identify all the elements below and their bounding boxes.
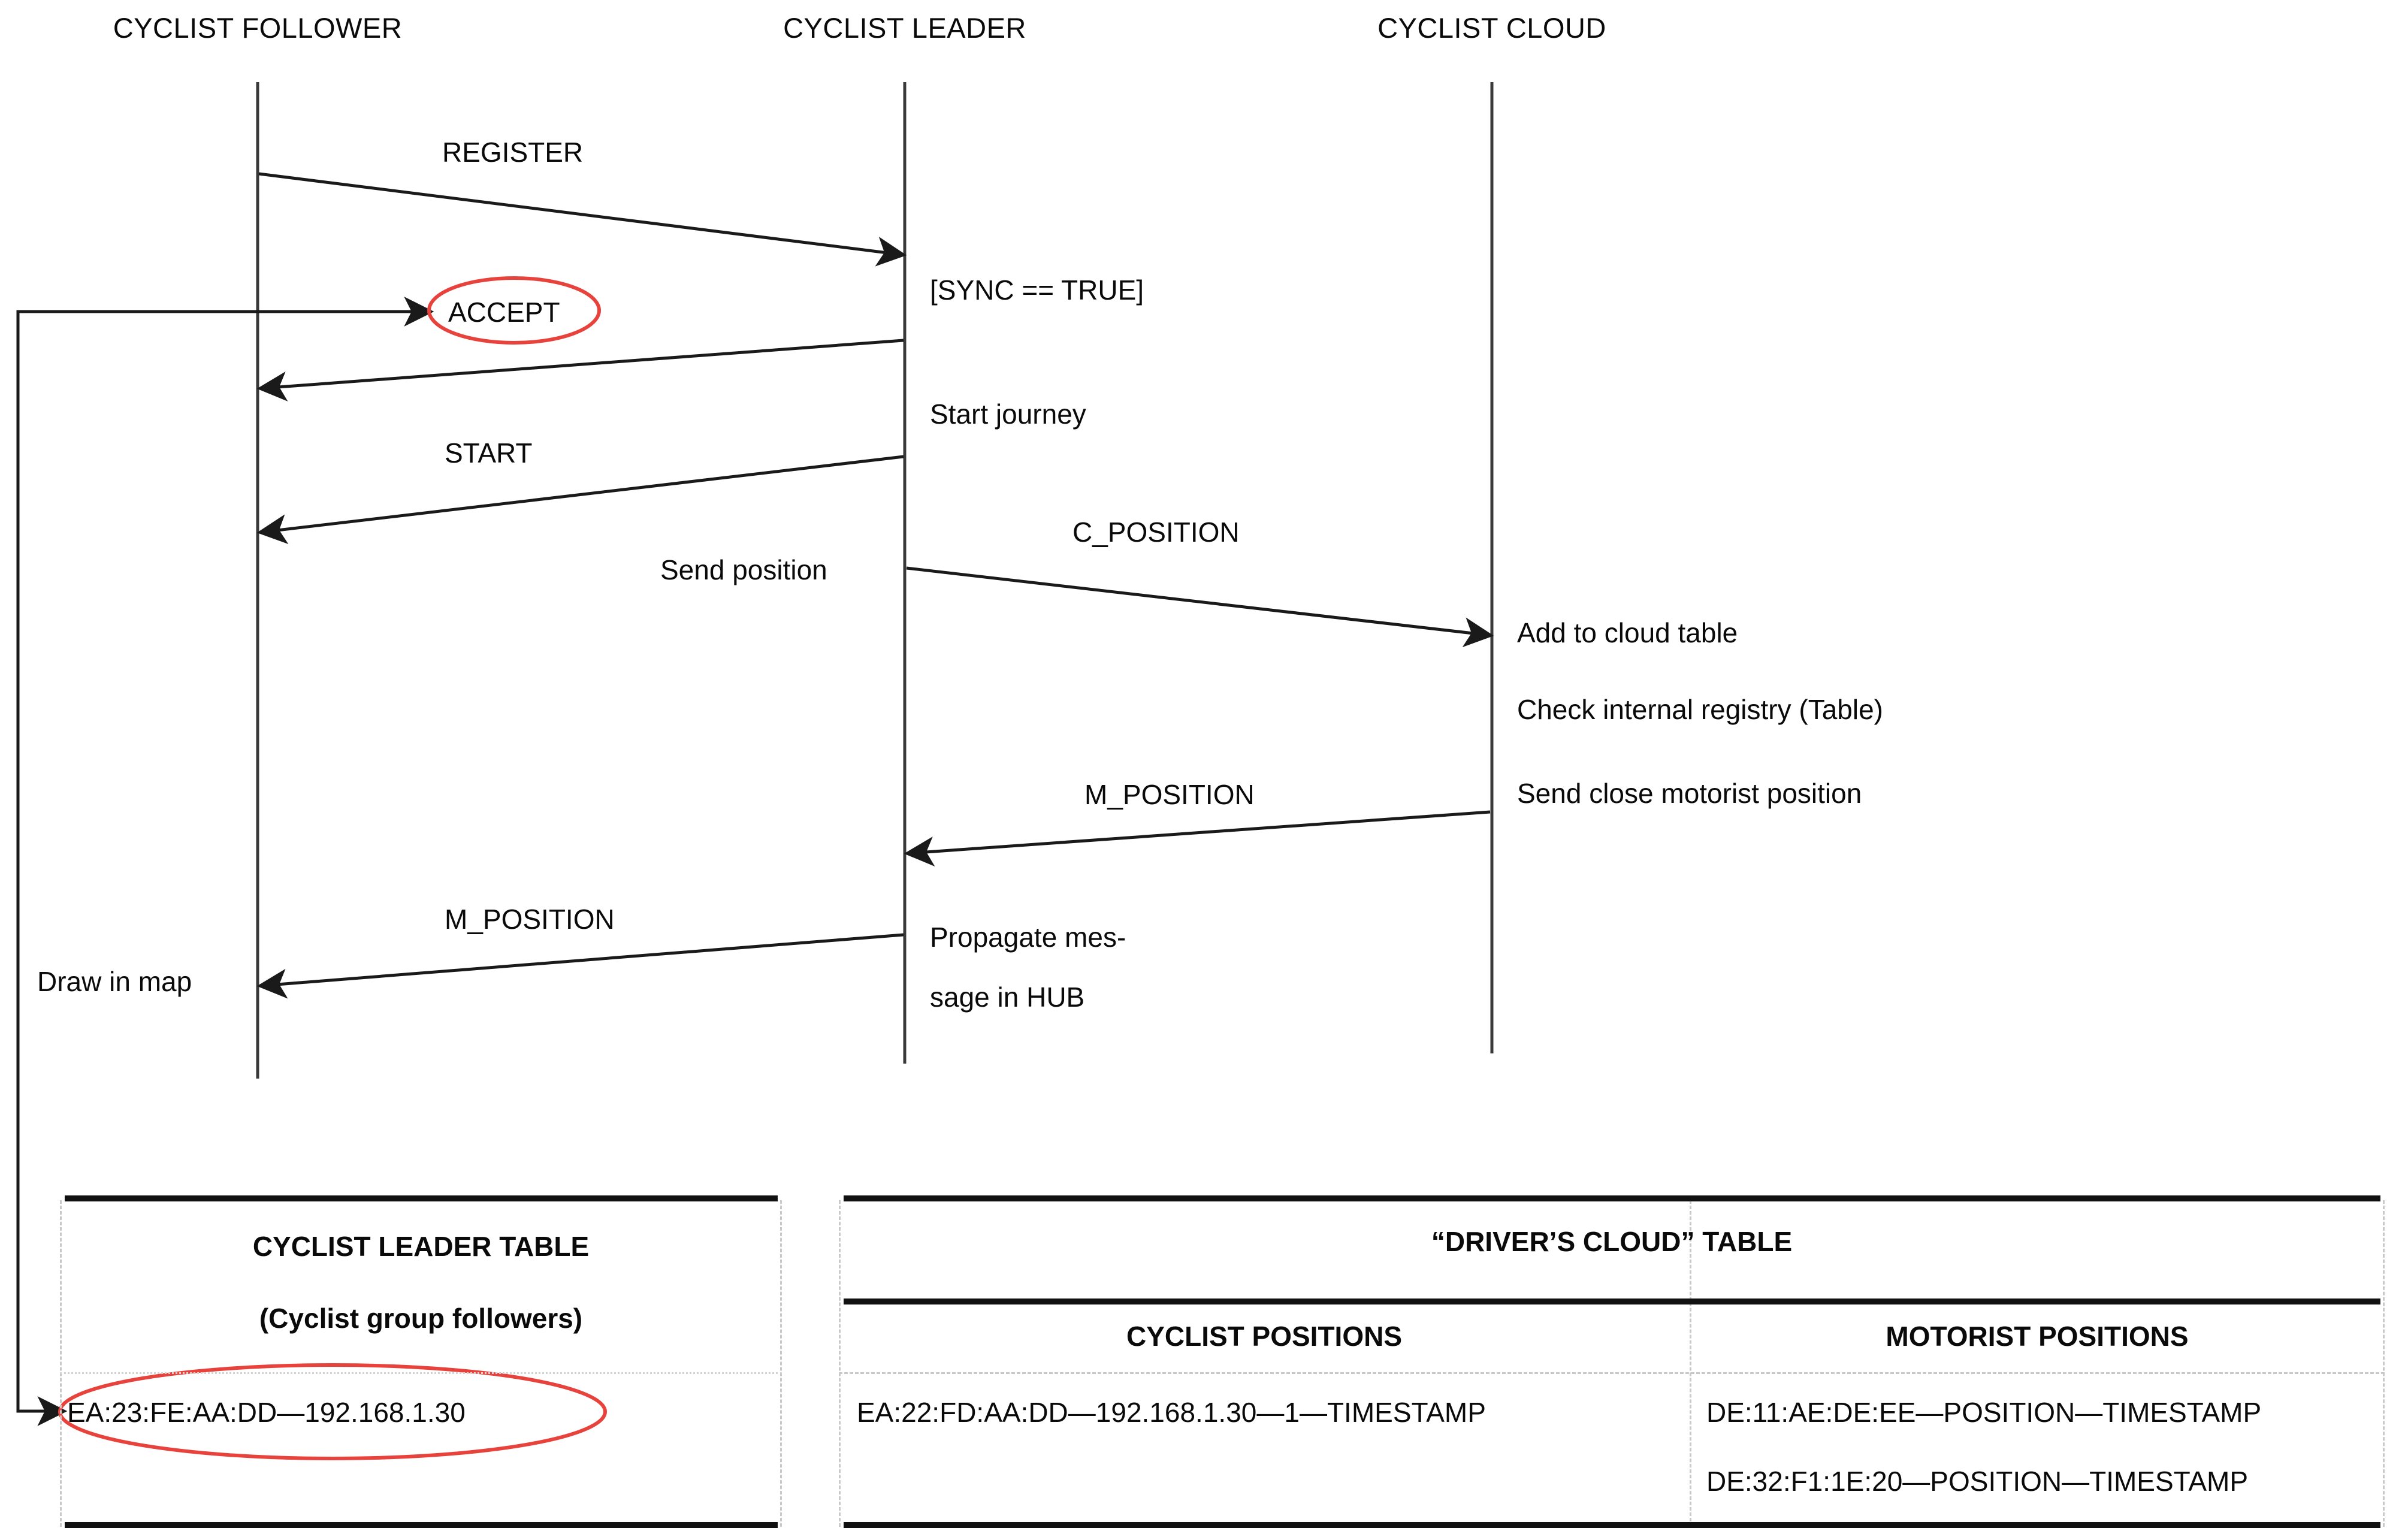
- table-rule-bottom: [65, 1522, 778, 1528]
- note-send-close-motorist-position: Send close motorist position: [1517, 778, 1862, 809]
- accept-highlight-ellipse: [427, 276, 601, 345]
- arrow-m-position-cloud-to-leader: [904, 810, 1491, 866]
- arrow-start: [256, 455, 904, 544]
- actor-header-cloud: CYCLIST CLOUD: [1377, 12, 1606, 44]
- leader-table-subtitle: (Cyclist group followers): [259, 1303, 583, 1334]
- cloud-table-rule-top: [844, 1195, 2380, 1201]
- cloud-table-column-header-motorist: MOTORIST POSITIONS: [1886, 1321, 2189, 1352]
- cloud-table-border-left: [839, 1200, 841, 1527]
- cloud-table-motorist-row-1: DE:11:AE:DE:EE—POSITION—TIMESTAMP: [1706, 1397, 2262, 1428]
- table-rule-top: [65, 1195, 778, 1201]
- arrow-m-position-leader-to-follower: [256, 933, 904, 999]
- table-header-separator: [60, 1372, 782, 1374]
- table-border-left: [60, 1200, 62, 1527]
- table-border-right: [780, 1200, 782, 1527]
- note-send-position: Send position: [660, 554, 827, 585]
- cyclist-leader-table: CYCLIST LEADER TABLE (Cyclist group foll…: [60, 1195, 782, 1528]
- drivers-cloud-table: “DRIVER’S CLOUD” TABLE CYCLIST POSITIONS…: [839, 1195, 2385, 1528]
- cloud-table-title: “DRIVER’S CLOUD” TABLE: [1431, 1226, 1793, 1257]
- message-label-c-position: C_POSITION: [1072, 517, 1240, 548]
- message-label-m-position-to-leader: M_POSITION: [1084, 779, 1255, 810]
- cloud-table-cyclist-row-1: EA:22:FD:AA:DD—192.168.1.30—1—TIMESTAMP: [857, 1397, 1486, 1428]
- leader-table-row-value: EA:23:FE:AA:DD—192.168.1.30: [67, 1397, 466, 1428]
- note-propagate-message-line2: sage in HUB: [930, 982, 1085, 1013]
- cloud-table-rule-under-title: [844, 1299, 2380, 1304]
- message-label-register: REGISTER: [442, 137, 584, 168]
- note-sync-true: [SYNC == TRUE]: [930, 274, 1144, 306]
- cloud-table-motorist-row-2: DE:32:F1:1E:20—POSITION—TIMESTAMP: [1706, 1466, 2249, 1497]
- cloud-table-rule-bottom: [844, 1522, 2380, 1528]
- note-propagate-message-line1: Propagate mes-: [930, 922, 1126, 953]
- arrow-accept: [256, 339, 904, 401]
- connector-accept-to-leader-table: [16, 297, 434, 1426]
- message-label-start: START: [445, 437, 533, 469]
- note-check-internal-registry: Check internal registry (Table): [1517, 694, 1884, 725]
- note-add-to-cloud-table: Add to cloud table: [1517, 617, 1738, 648]
- arrow-register: [258, 172, 907, 267]
- cloud-table-column-divider: [1690, 1200, 1691, 1527]
- actor-header-follower: CYCLIST FOLLOWER: [113, 12, 403, 44]
- arrow-c-position: [906, 566, 1494, 648]
- actor-header-leader: CYCLIST LEADER: [783, 12, 1026, 44]
- cloud-table-border-right: [2383, 1200, 2385, 1527]
- note-start-journey: Start journey: [930, 398, 1086, 430]
- note-draw-in-map: Draw in map: [37, 966, 192, 997]
- cloud-table-header-separator: [839, 1372, 2385, 1374]
- leader-table-title: CYCLIST LEADER TABLE: [252, 1231, 590, 1262]
- cloud-table-column-header-cyclist: CYCLIST POSITIONS: [1126, 1321, 1403, 1352]
- message-label-accept: ACCEPT: [448, 297, 560, 328]
- message-label-m-position-to-follower: M_POSITION: [445, 904, 615, 935]
